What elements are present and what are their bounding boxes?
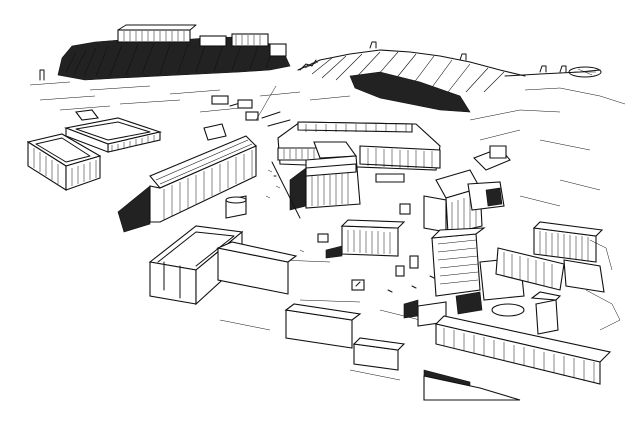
ridge-with-wall	[297, 41, 626, 113]
long-stoa	[117, 123, 257, 233]
outlined-buildings-foreground	[148, 225, 406, 371]
hilltop-citadel	[39, 24, 291, 81]
ground-strokes	[29, 81, 601, 381]
south-stoa	[423, 315, 612, 401]
small-details	[211, 85, 621, 331]
east-building-cluster	[325, 145, 605, 335]
temple-and-portico	[277, 121, 441, 211]
courtyard-complex-left	[26, 109, 163, 191]
